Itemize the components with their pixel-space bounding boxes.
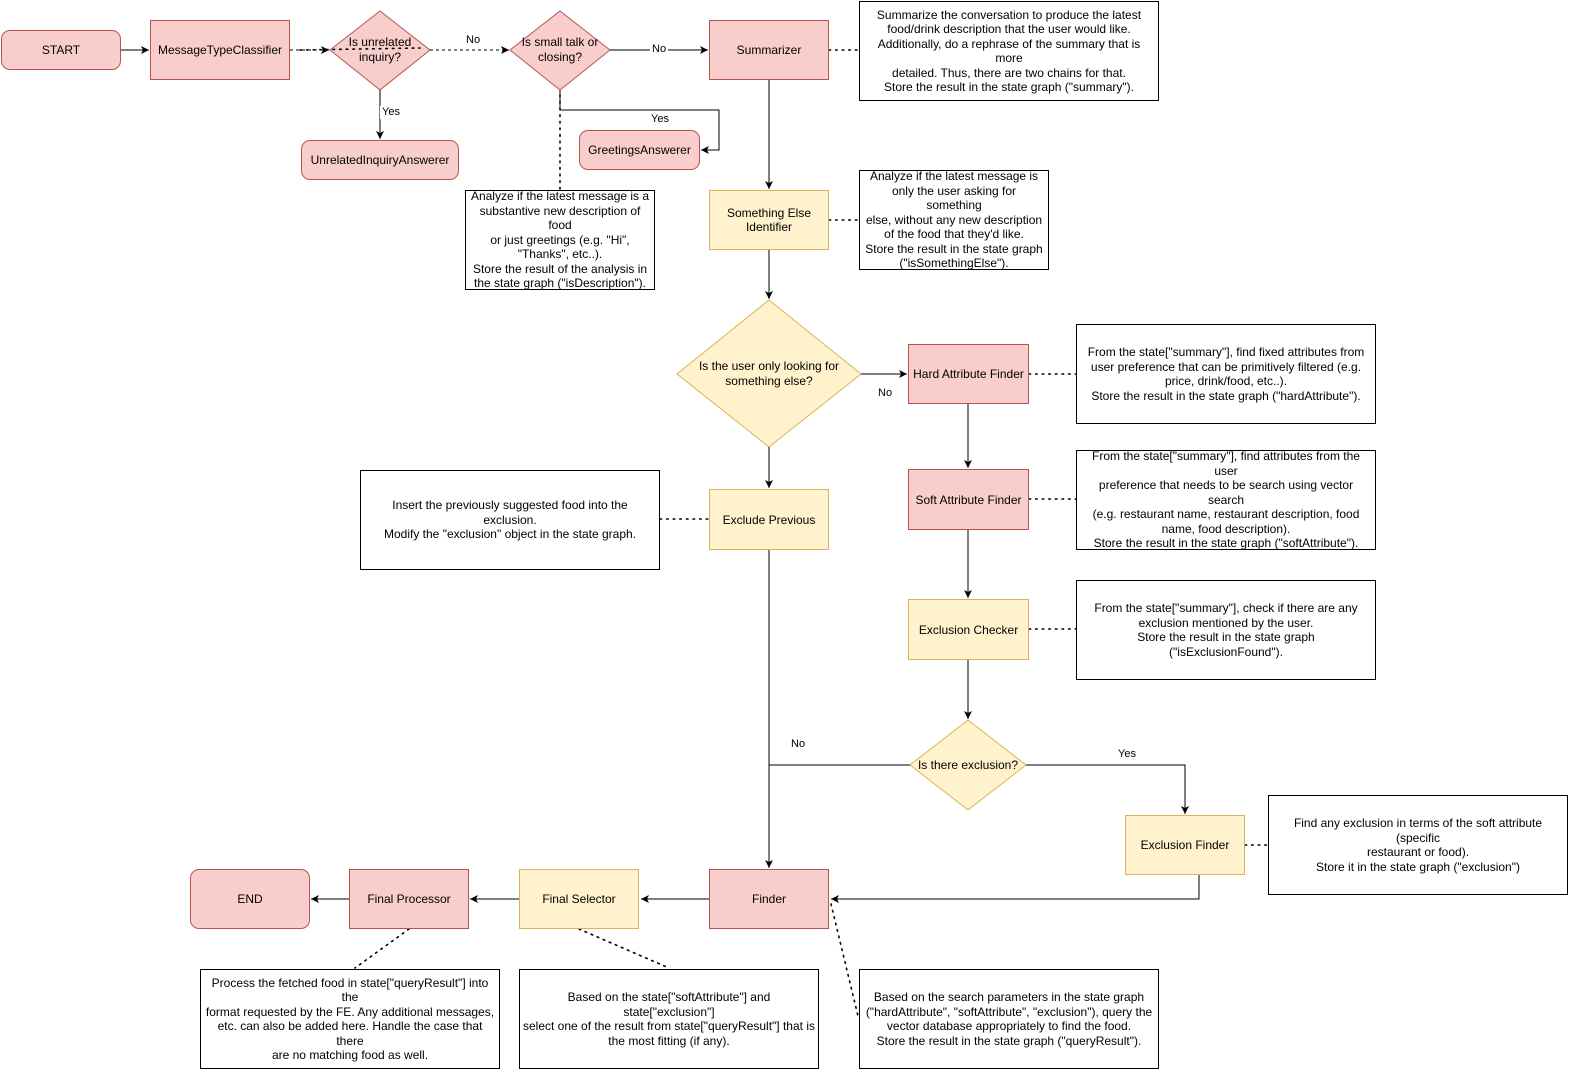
looking-else-decision: Is the user only looking for something e… [698, 359, 840, 388]
final-processor-node: Final Processor [349, 869, 469, 929]
summarizer-note: Summarize the conversation to produce th… [859, 1, 1159, 101]
unrelated-inquiry-decision: Is unrelated inquiry? [348, 35, 412, 64]
connector-selector-note [578, 928, 670, 969]
final-processor-note: Process the fetched food in state["query… [200, 969, 500, 1069]
something-else-identifier-node: Something Else Identifier [709, 190, 829, 250]
exclusion-checker-node: Exclusion Checker [908, 599, 1029, 660]
edge-label-exclusion-yes: Yes [1118, 748, 1136, 760]
connector-classifier-note [299, 47, 421, 51]
exclude-previous-node: Exclude Previous [709, 489, 829, 550]
exclusion-finder-note: Find any exclusion in terms of the soft … [1268, 795, 1568, 895]
hard-attribute-finder-node: Hard Attribute Finder [908, 344, 1029, 404]
finder-note: Based on the search parameters in the st… [859, 969, 1159, 1069]
end-node: END [190, 869, 310, 929]
message-type-classifier-node: MessageTypeClassifier [150, 20, 290, 80]
smalltalk-note: Analyze if the latest message is a subst… [465, 189, 655, 290]
small-talk-decision: Is small talk or closing? [521, 35, 599, 64]
something-else-note: Analyze if the latest message is only th… [859, 169, 1049, 270]
edge-exclusion-finder-to-finder [831, 875, 1200, 903]
exclusion-finder-node: Exclusion Finder [1125, 815, 1245, 875]
edge-label-unrelated-yes: Yes [380, 106, 402, 119]
exclude-previous-note: Insert the previously suggested food int… [360, 470, 660, 570]
soft-attribute-finder-node: Soft Attribute Finder [908, 469, 1029, 530]
edge-label-smalltalk-yes: Yes [651, 113, 669, 125]
exclusion-decision: Is there exclusion? [917, 757, 1019, 772]
final-selector-node: Final Selector [519, 869, 639, 929]
edge-label-looking-else-no: No [878, 387, 893, 399]
edge-label-smalltalk-no: No [650, 43, 669, 56]
connector-finder-note [830, 903, 859, 1017]
exclusion-checker-note: From the state["summary"], check if ther… [1076, 580, 1376, 680]
edge-label-exclusion-no: No [791, 738, 806, 750]
final-selector-note: Based on the state["softAttribute"] and … [519, 969, 819, 1069]
greetings-answerer-node: GreetingsAnswerer [579, 130, 700, 170]
summarizer-node: Summarizer [709, 20, 829, 80]
exclusion-decision-shape [909, 719, 1027, 811]
soft-attribute-note: From the state["summary"], find attribut… [1076, 449, 1376, 550]
connector-processor-note [354, 928, 410, 969]
start-node: START [1, 30, 121, 70]
finder-node: Finder [709, 869, 829, 929]
unrelated-inquiry-answerer-node: UnrelatedInquiryAnswerer [301, 140, 459, 180]
hard-attribute-note: From the state["summary"], find fixed at… [1076, 324, 1376, 424]
edge-exclusion-yes [1026, 764, 1189, 814]
edge-label-unrelated-no: No [466, 34, 481, 46]
